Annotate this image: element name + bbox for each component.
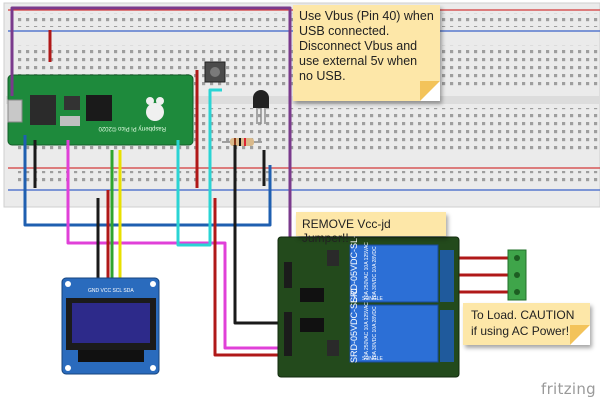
purple-wire-vbus — [10, 6, 292, 242]
raspberry-pi-logo — [146, 97, 164, 121]
resistor — [222, 138, 262, 146]
raspberry-pi-pico: Raspberry Pi Pico ©2020 — [7, 74, 194, 146]
note-jumper-text: REMOVE Vcc-jd Jumper!! — [302, 217, 391, 245]
red-wire-relay-vcc — [213, 198, 290, 357]
blue-wire-gnd-left — [23, 135, 272, 227]
load-terminal — [507, 249, 527, 301]
oled-pin-labels: GND VCC SCL SDA — [88, 288, 134, 294]
push-button — [204, 61, 226, 83]
oled-display: GND VCC SCL SDA — [61, 277, 160, 375]
temperature-sensor — [253, 90, 269, 124]
svg-text:SRD-05VDC-SL-C: SRD-05VDC-SL-C — [349, 228, 359, 303]
pico-board-text: Raspberry Pi Pico ©2020 — [98, 125, 166, 132]
svg-text:SONGLE: SONGLE — [362, 296, 384, 302]
note-vbus: Use Vbus (Pin 40) when USB connected. Di… — [293, 5, 440, 101]
note-load-text: To Load. CAUTION if using AC Power!! — [471, 308, 575, 338]
note-jumper: REMOVE Vcc-jd Jumper!! — [296, 212, 446, 245]
svg-text:SRD-05VDC-SL-C: SRD-05VDC-SL-C — [349, 288, 359, 363]
cyan-wire — [176, 88, 222, 247]
svg-text:10A 30VDC 10A 28VDC: 10A 30VDC 10A 28VDC — [372, 306, 378, 360]
note-fold — [420, 81, 440, 101]
note-vbus-text: Use Vbus (Pin 40) when USB connected. Di… — [299, 9, 434, 83]
fritzing-watermark: fritzing — [541, 380, 596, 398]
svg-text:10A 250VAC 10A 125VAC: 10A 250VAC 10A 125VAC — [364, 302, 370, 360]
relay-1-text: SRD-05VDC-SL-C 10A 250VAC 10A 125VAC 10A… — [349, 228, 384, 303]
relay-2-text: SRD-05VDC-SL-C 10A 250VAC 10A 125VAC 10A… — [349, 288, 384, 363]
magenta-wire — [66, 140, 290, 350]
svg-text:10A 30VDC 10A 28VDC: 10A 30VDC 10A 28VDC — [372, 246, 378, 300]
svg-text:10A 250VAC 10A 125VAC: 10A 250VAC 10A 125VAC — [364, 242, 370, 300]
svg-text:SONGLE: SONGLE — [362, 356, 384, 362]
note-load: To Load. CAUTION if using AC Power!! — [463, 303, 590, 345]
note-fold — [570, 325, 590, 345]
wires — [10, 6, 515, 357]
relay-module: SRD-05VDC-SL-C 10A 250VAC 10A 125VAC 10A… — [277, 228, 460, 378]
black-wire-relay-gnd — [233, 145, 290, 325]
